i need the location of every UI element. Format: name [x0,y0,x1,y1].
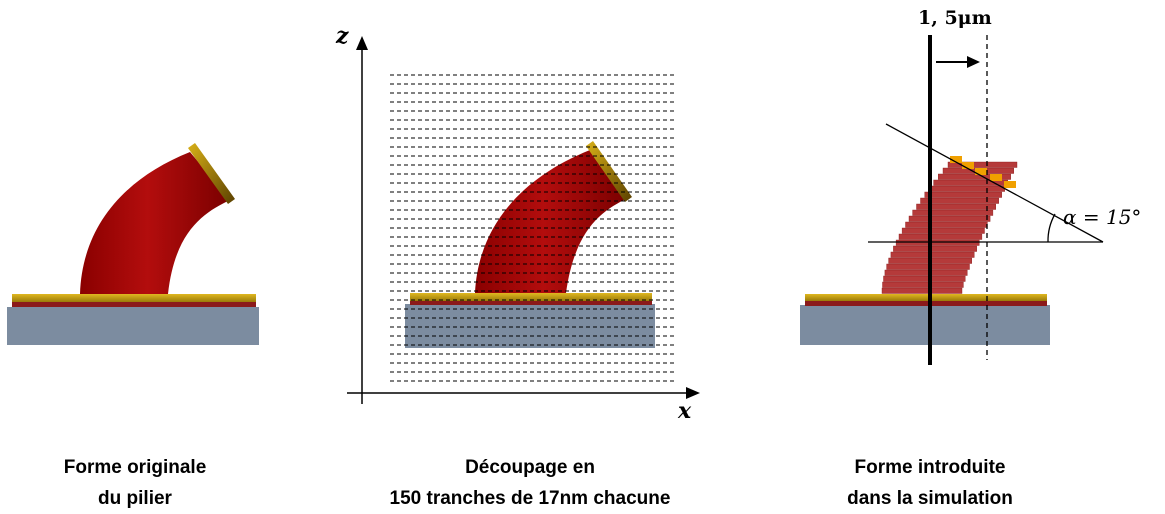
gold-layer [410,293,652,301]
slice-step [881,287,963,294]
pillar-cap [586,141,632,202]
slice-step [912,209,994,216]
shift-arrow-head-icon [967,56,980,68]
gold-layer [12,294,256,302]
gold-layer [805,294,1047,301]
slice-step [890,251,975,258]
orange-tip [975,168,987,175]
slice-step [901,227,985,234]
caption-line: Découpage en [465,457,595,478]
slice-step [947,161,1018,168]
caption-line: Forme introduite [854,457,1006,478]
slice-step [938,173,1011,180]
base-layer-red [805,301,1047,306]
orange-tip [962,162,974,169]
slice-lines [390,74,677,382]
z-axis-arrow-icon [356,36,368,50]
slice-step [895,239,980,246]
slice-step [908,215,991,222]
shift-label: 1, 5μm [918,7,992,29]
orange-tips [950,156,1016,188]
caption-line: 150 tranches de 17nm chacune [389,488,671,509]
caption-line: Forme originale [63,457,207,478]
slice-step [928,185,1005,192]
substrate-block [7,307,259,345]
base-layer-red [410,300,652,305]
slice-step [884,269,968,276]
caption-line: du pilier [98,488,172,509]
curved-pillar [80,152,230,294]
slice-step [905,221,988,228]
angle-label: α = 15° [1063,205,1141,229]
z-axis-label: z [335,23,349,49]
slice-step [898,233,983,240]
panel-simulated-shape [800,35,1104,365]
substrate-block [405,304,655,348]
stepped-slices [881,161,1018,294]
slope-line [885,123,1104,243]
panel-slicing [347,36,700,404]
curved-pillar [475,150,628,293]
x-axis-arrow-icon [686,387,700,399]
orange-tip [950,156,962,163]
substrate-block [800,305,1050,345]
pillar-cap [188,143,235,204]
caption-original: Forme originale du pilier [0,452,270,514]
orange-tip [990,174,1002,181]
panel-original-pillar [7,143,259,345]
slice-step [916,203,997,210]
base-layer-red [12,302,256,307]
angle-arc [1047,213,1056,243]
caption-slicing: Découpage en 150 tranches de 17nm chacun… [380,452,680,514]
caption-simulated: Forme introduite dans la simulation [800,452,1060,514]
slice-step [883,275,966,282]
caption-line: dans la simulation [847,488,1013,509]
orange-tip [1004,181,1016,188]
slice-step [893,245,977,252]
x-axis-label: x [677,398,692,424]
slice-step [924,191,1002,198]
slice-step [882,281,964,288]
slice-step [920,197,999,204]
